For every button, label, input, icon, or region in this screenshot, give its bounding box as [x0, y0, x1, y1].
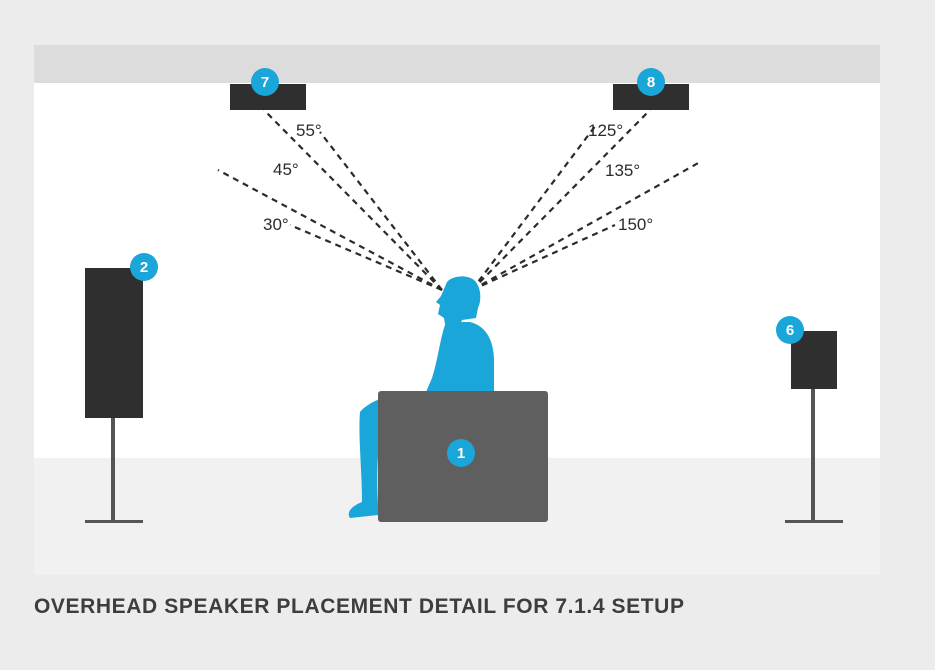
angle-line-30b	[289, 223, 443, 292]
badge-6	[776, 316, 804, 344]
badge-2-label: 2	[140, 259, 148, 276]
angle-label-125: 125°	[588, 121, 623, 140]
badge-1	[447, 439, 475, 467]
badge-7-label: 7	[261, 74, 269, 91]
angle-line-150b	[471, 223, 616, 292]
angle-label-45: 45°	[273, 160, 299, 179]
front-left-speaker: 2	[85, 253, 158, 523]
badge-2	[130, 253, 158, 281]
angle-line-30	[217, 169, 443, 291]
room-ceiling	[34, 45, 880, 83]
badge-1-label: 1	[457, 445, 465, 462]
badge-6-label: 6	[786, 322, 794, 339]
angle-label-30: 30°	[263, 215, 289, 234]
badge-8-label: 8	[647, 74, 655, 91]
overhead-speaker-right: 8	[613, 68, 689, 110]
surround-right-speaker: 6	[776, 316, 843, 523]
angle-line-55	[263, 109, 443, 291]
right-angle-lines	[471, 109, 701, 292]
center-speaker-seat: 1	[378, 391, 548, 522]
angle-label-135: 135°	[605, 161, 640, 180]
angle-line-125	[471, 109, 651, 291]
badge-8	[637, 68, 665, 96]
badge-7	[251, 68, 279, 96]
left-angle-lines	[217, 109, 443, 292]
angle-line-135	[471, 124, 597, 291]
angle-label-150: 150°	[618, 215, 653, 234]
listener-silhouette	[348, 276, 494, 518]
overhead-speaker-left: 7	[230, 68, 306, 110]
angle-line-45	[319, 131, 443, 291]
angle-label-55: 55°	[296, 121, 322, 140]
diagram-caption: OVERHEAD SPEAKER PLACEMENT DETAIL FOR 7.…	[34, 595, 685, 618]
